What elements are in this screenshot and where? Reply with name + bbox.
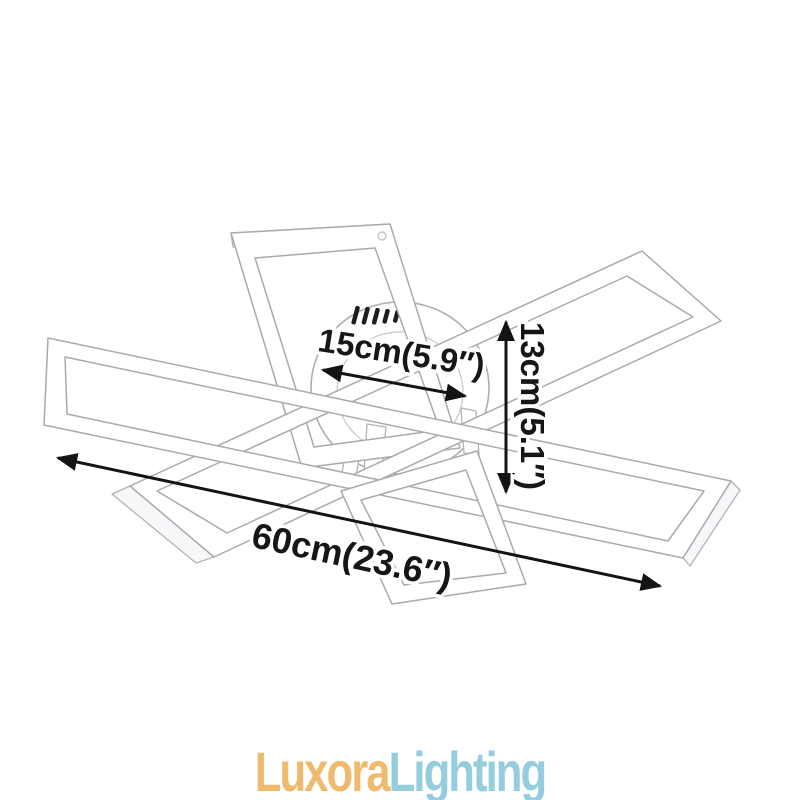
frame-long-ascending (129, 250, 722, 558)
vent-slot (382, 308, 390, 324)
vent-slot (351, 305, 360, 325)
brand-part-lighting: Lighting (388, 740, 548, 800)
canopy-width-arrow (320, 364, 468, 402)
brand-part-luxora: Luxora (254, 740, 391, 800)
vent-slot (371, 307, 380, 325)
brand-watermark: LuxoraLighting (255, 744, 548, 800)
screw-dot (377, 231, 387, 241)
vent-slot (361, 306, 370, 325)
length-arrow (55, 453, 663, 591)
length-label: 60cm(23.6″) (248, 514, 455, 596)
height-label: 13cm(5.1″) (514, 322, 551, 490)
